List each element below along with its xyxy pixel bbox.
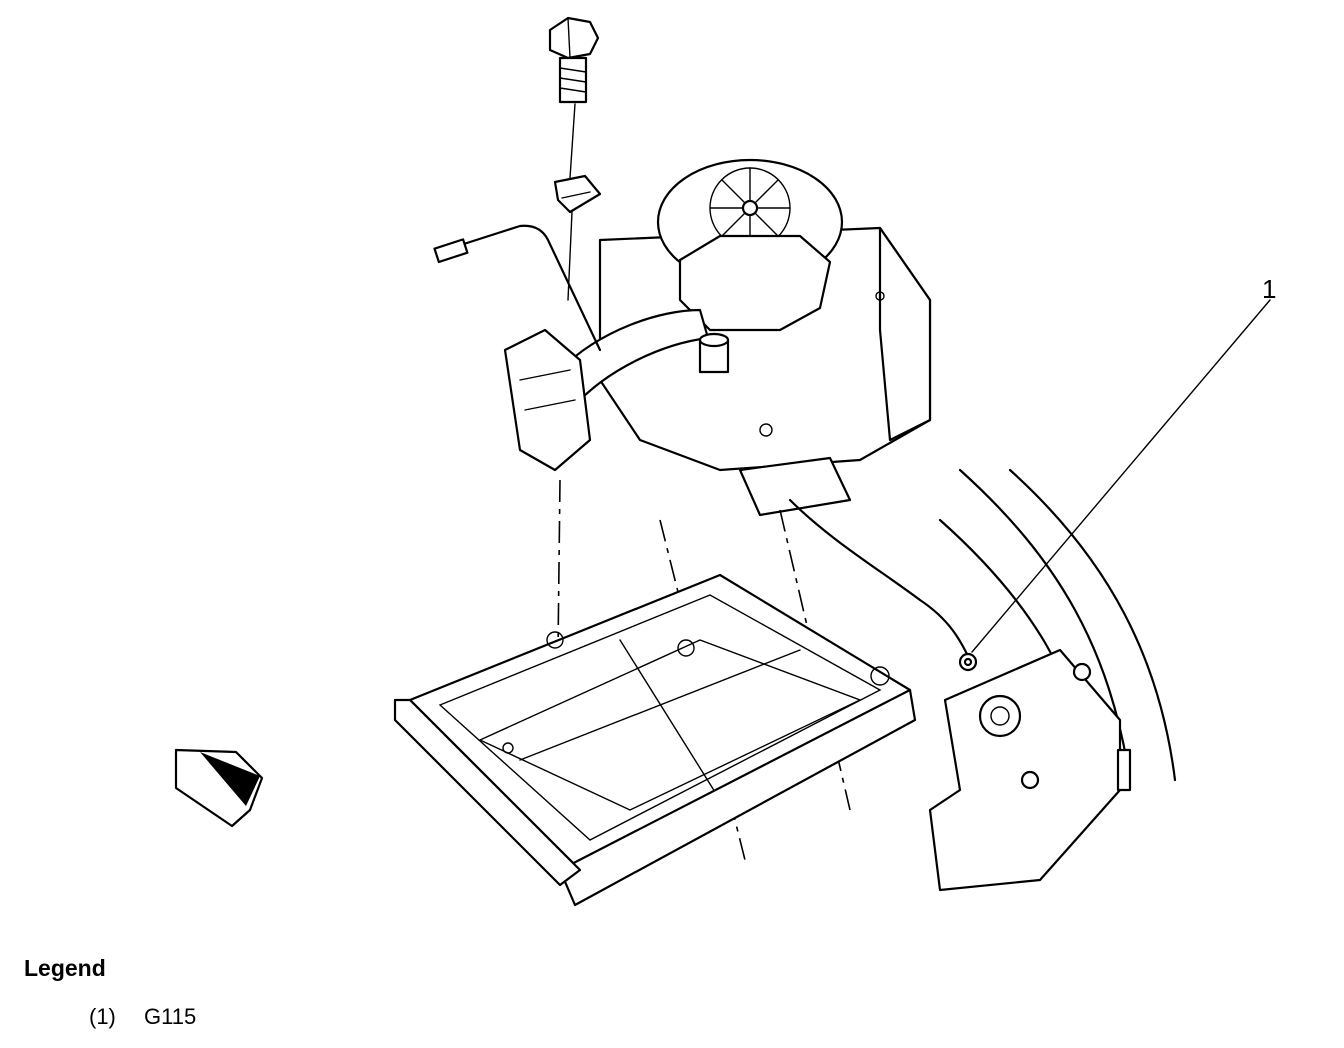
- clip: [553, 174, 602, 214]
- legend-item-number: (1): [89, 1004, 116, 1029]
- bolt: [548, 16, 600, 179]
- legend-item-label: G115: [144, 1004, 197, 1029]
- callout-1-leader: [971, 299, 1271, 653]
- front-direction-arrow: [174, 748, 264, 828]
- air-pump-assembly: [503, 158, 932, 517]
- body-panel: [928, 468, 1177, 892]
- legend-item: (1) G115: [24, 1004, 196, 1034]
- callout-1-label: 1: [1262, 274, 1277, 304]
- ground-terminal: [958, 652, 978, 672]
- mounting-tray: [393, 573, 917, 907]
- legend-title: Legend: [24, 955, 106, 981]
- exploded-view-diagram: [174, 16, 1271, 907]
- legend: Legend (1) G115: [24, 955, 196, 1034]
